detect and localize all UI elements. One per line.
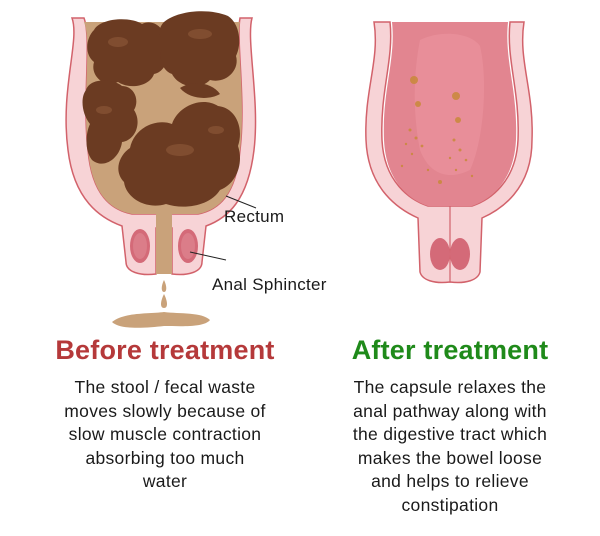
fluid-puddle bbox=[112, 312, 210, 328]
before-description: The stool / fecal waste moves slowly bec… bbox=[10, 376, 320, 494]
after-description-line: constipation bbox=[401, 494, 499, 515]
fluid-drips bbox=[112, 280, 210, 328]
before-description-line: moves slowly because of bbox=[64, 400, 266, 421]
after-rectum-illustration bbox=[365, 21, 533, 284]
mucosa-lumen bbox=[383, 22, 517, 206]
mucosa-highlight bbox=[414, 33, 485, 176]
after-description: The capsule relaxes the anal pathway alo… bbox=[300, 376, 600, 517]
anal-sphincter-left bbox=[130, 229, 150, 263]
after-description-line: the digestive tract which bbox=[352, 424, 548, 444]
sphincter-leader-line bbox=[189, 251, 227, 261]
anal-sphincter-right bbox=[178, 229, 198, 263]
before-heading: Before treatment bbox=[55, 335, 275, 365]
before-rectum-illustration bbox=[65, 11, 257, 328]
rectum-label: Rectum bbox=[224, 207, 285, 226]
after-description-line: makes the bowel loose bbox=[357, 447, 543, 468]
rectum-wall bbox=[365, 21, 533, 284]
after-description-line: and helps to relieve bbox=[371, 471, 529, 491]
rectum-leader-line bbox=[225, 195, 257, 209]
after-description-line: anal pathway along with bbox=[353, 400, 547, 421]
anal-sphincter-right bbox=[450, 238, 470, 270]
stool-highlights bbox=[96, 29, 224, 156]
before-description-line: The stool / fecal waste bbox=[74, 377, 256, 397]
anal-sphincter-left bbox=[430, 238, 450, 270]
before-description-line: water bbox=[142, 471, 188, 491]
after-description-line: The capsule relaxes the bbox=[353, 377, 547, 397]
bubbles bbox=[400, 76, 474, 184]
anal-sphincter-label: Anal Sphincter bbox=[212, 275, 327, 294]
before-description-line: absorbing too much bbox=[85, 447, 245, 468]
after-heading: After treatment bbox=[351, 335, 549, 365]
before-description-line: slow muscle contraction bbox=[68, 424, 262, 444]
